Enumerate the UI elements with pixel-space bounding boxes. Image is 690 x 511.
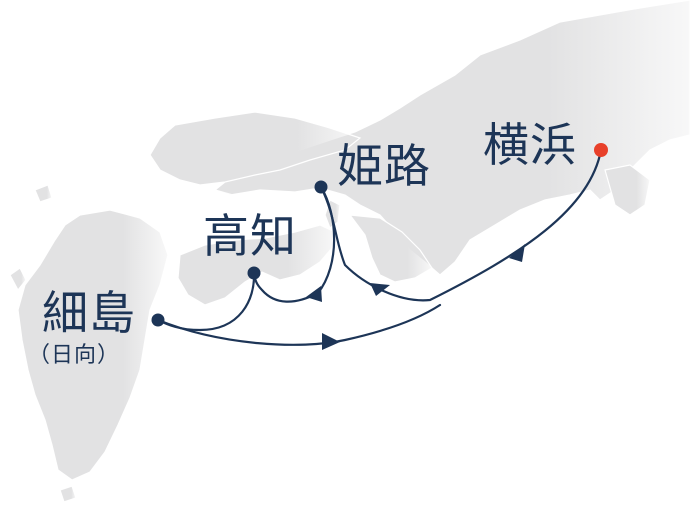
kyushu-island	[17, 209, 169, 481]
port-label-yokohama: 横浜	[483, 118, 577, 172]
arrowhead-icon	[370, 283, 390, 296]
kii-peninsula	[348, 214, 433, 283]
direction-arrows	[306, 244, 525, 350]
port-sublabel-hosojima: （日向）	[28, 343, 121, 368]
route-himeji-to-kochi	[252, 185, 336, 303]
small-island-west	[9, 267, 27, 292]
arrowhead-icon	[509, 244, 525, 262]
arrowhead-icon	[322, 333, 340, 350]
small-island-northwest	[34, 184, 53, 203]
boso-peninsula	[604, 164, 651, 216]
navy-dot-icon[interactable]	[314, 180, 328, 194]
port-label-kochi: 高知	[203, 209, 297, 263]
navy-dot-icon[interactable]	[247, 266, 261, 280]
route-hosojima-to-east	[156, 303, 442, 346]
land	[9, 0, 690, 503]
port-label-himeji: 姫路	[337, 139, 431, 193]
port-label-hosojima: 細島	[42, 286, 136, 340]
navy-dot-icon[interactable]	[151, 313, 165, 327]
shikoku-island	[177, 224, 336, 306]
route-yokohama-to-himeji	[319, 148, 603, 302]
honshu-landmass	[213, 0, 690, 276]
coast-detail	[159, 189, 331, 256]
chugoku-region	[149, 111, 362, 186]
arrowhead-icon	[306, 286, 322, 302]
cruise-routes	[156, 148, 603, 346]
small-island-south	[59, 485, 77, 503]
red-dot-icon[interactable]	[594, 143, 608, 157]
